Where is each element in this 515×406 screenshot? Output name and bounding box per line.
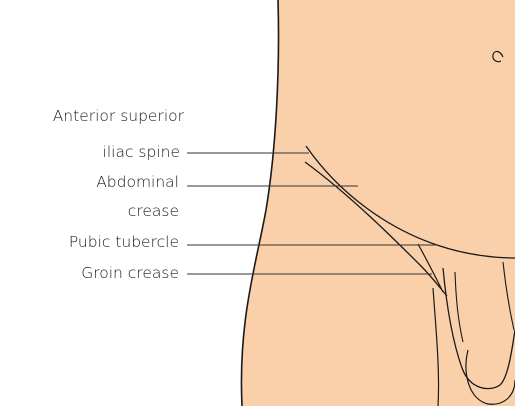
label-groin-crease: Groin crease — [81, 264, 179, 283]
label-asis-line1: Anterior superior — [53, 107, 184, 126]
label-abdominal-line2: crease — [128, 202, 179, 221]
label-abdominal-line1: Abdominal — [96, 173, 179, 192]
torso-skin — [241, 0, 515, 406]
label-pubic-tubercle: Pubic tubercle — [69, 233, 179, 252]
label-asis-line2: iliac spine — [103, 143, 180, 162]
